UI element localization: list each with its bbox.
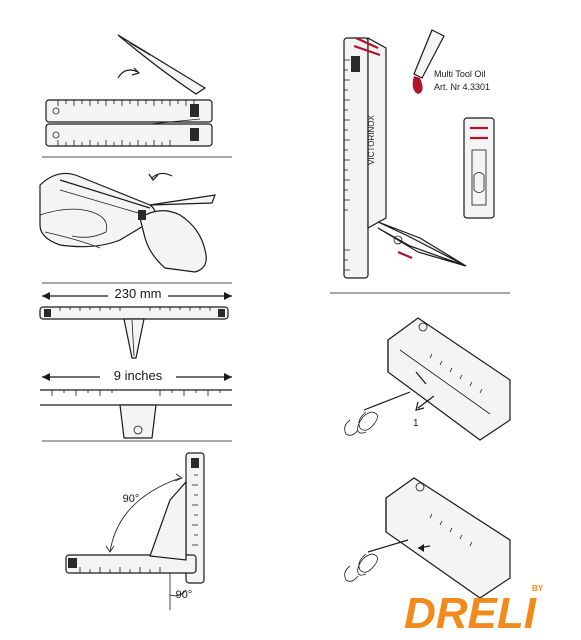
length-label-imperial: 9 inches [114, 368, 163, 383]
dreli-logo: DRELI BY [404, 584, 544, 638]
pull-arrow-icon [151, 172, 173, 179]
logo-by-text: BY [532, 584, 544, 593]
ruler-horizontal [65, 554, 197, 574]
angle-arc-lower [169, 589, 187, 597]
pliers-handle-closed [119, 404, 157, 439]
corkscrew-spiral [357, 411, 378, 434]
oil-drop-icon [412, 76, 423, 94]
right-angle-illustration: 90° 90° [65, 452, 205, 610]
hands-open-tool-illustration [39, 172, 216, 273]
rotate-arrow-icon [117, 69, 139, 79]
ruler-bar-lower [45, 123, 213, 147]
ruler-bar-upper [45, 99, 213, 123]
panel-dividers [42, 156, 510, 442]
step-number: 1 [413, 418, 419, 429]
oil-article-number: Art. Nr 4.3301 [434, 82, 490, 92]
logo-text: DRELI [404, 589, 537, 638]
tool-vertical [343, 37, 369, 279]
oil-name: Multi Tool Oil [434, 69, 485, 79]
oiling-tool-illustration: VICTORINOX Multi Tool Oil Art. Nr 4.3301 [343, 29, 495, 279]
oil-bottle [413, 29, 445, 79]
ruler-ticks [57, 100, 195, 146]
ruler-open-knife-illustration [45, 34, 213, 147]
metric-length-illustration: 230 mm [39, 284, 232, 359]
tool-brand-text: VICTORINOX [367, 115, 376, 165]
imperial-length-illustration: 9 inches [40, 366, 232, 439]
length-label-metric: 230 mm [115, 286, 162, 301]
angle-label-upper: 90° [123, 493, 140, 505]
angle-label-lower: 90° [176, 589, 193, 601]
corkscrew-step-2-illustration [344, 477, 511, 599]
tool-side-view [463, 117, 495, 219]
pliers-open [377, 221, 467, 267]
angle-arc-upper [109, 477, 181, 553]
corkscrew-step-1-illustration: 1 [344, 317, 511, 441]
pointer-arrow-icon [417, 395, 435, 409]
pliers-head [123, 318, 145, 359]
